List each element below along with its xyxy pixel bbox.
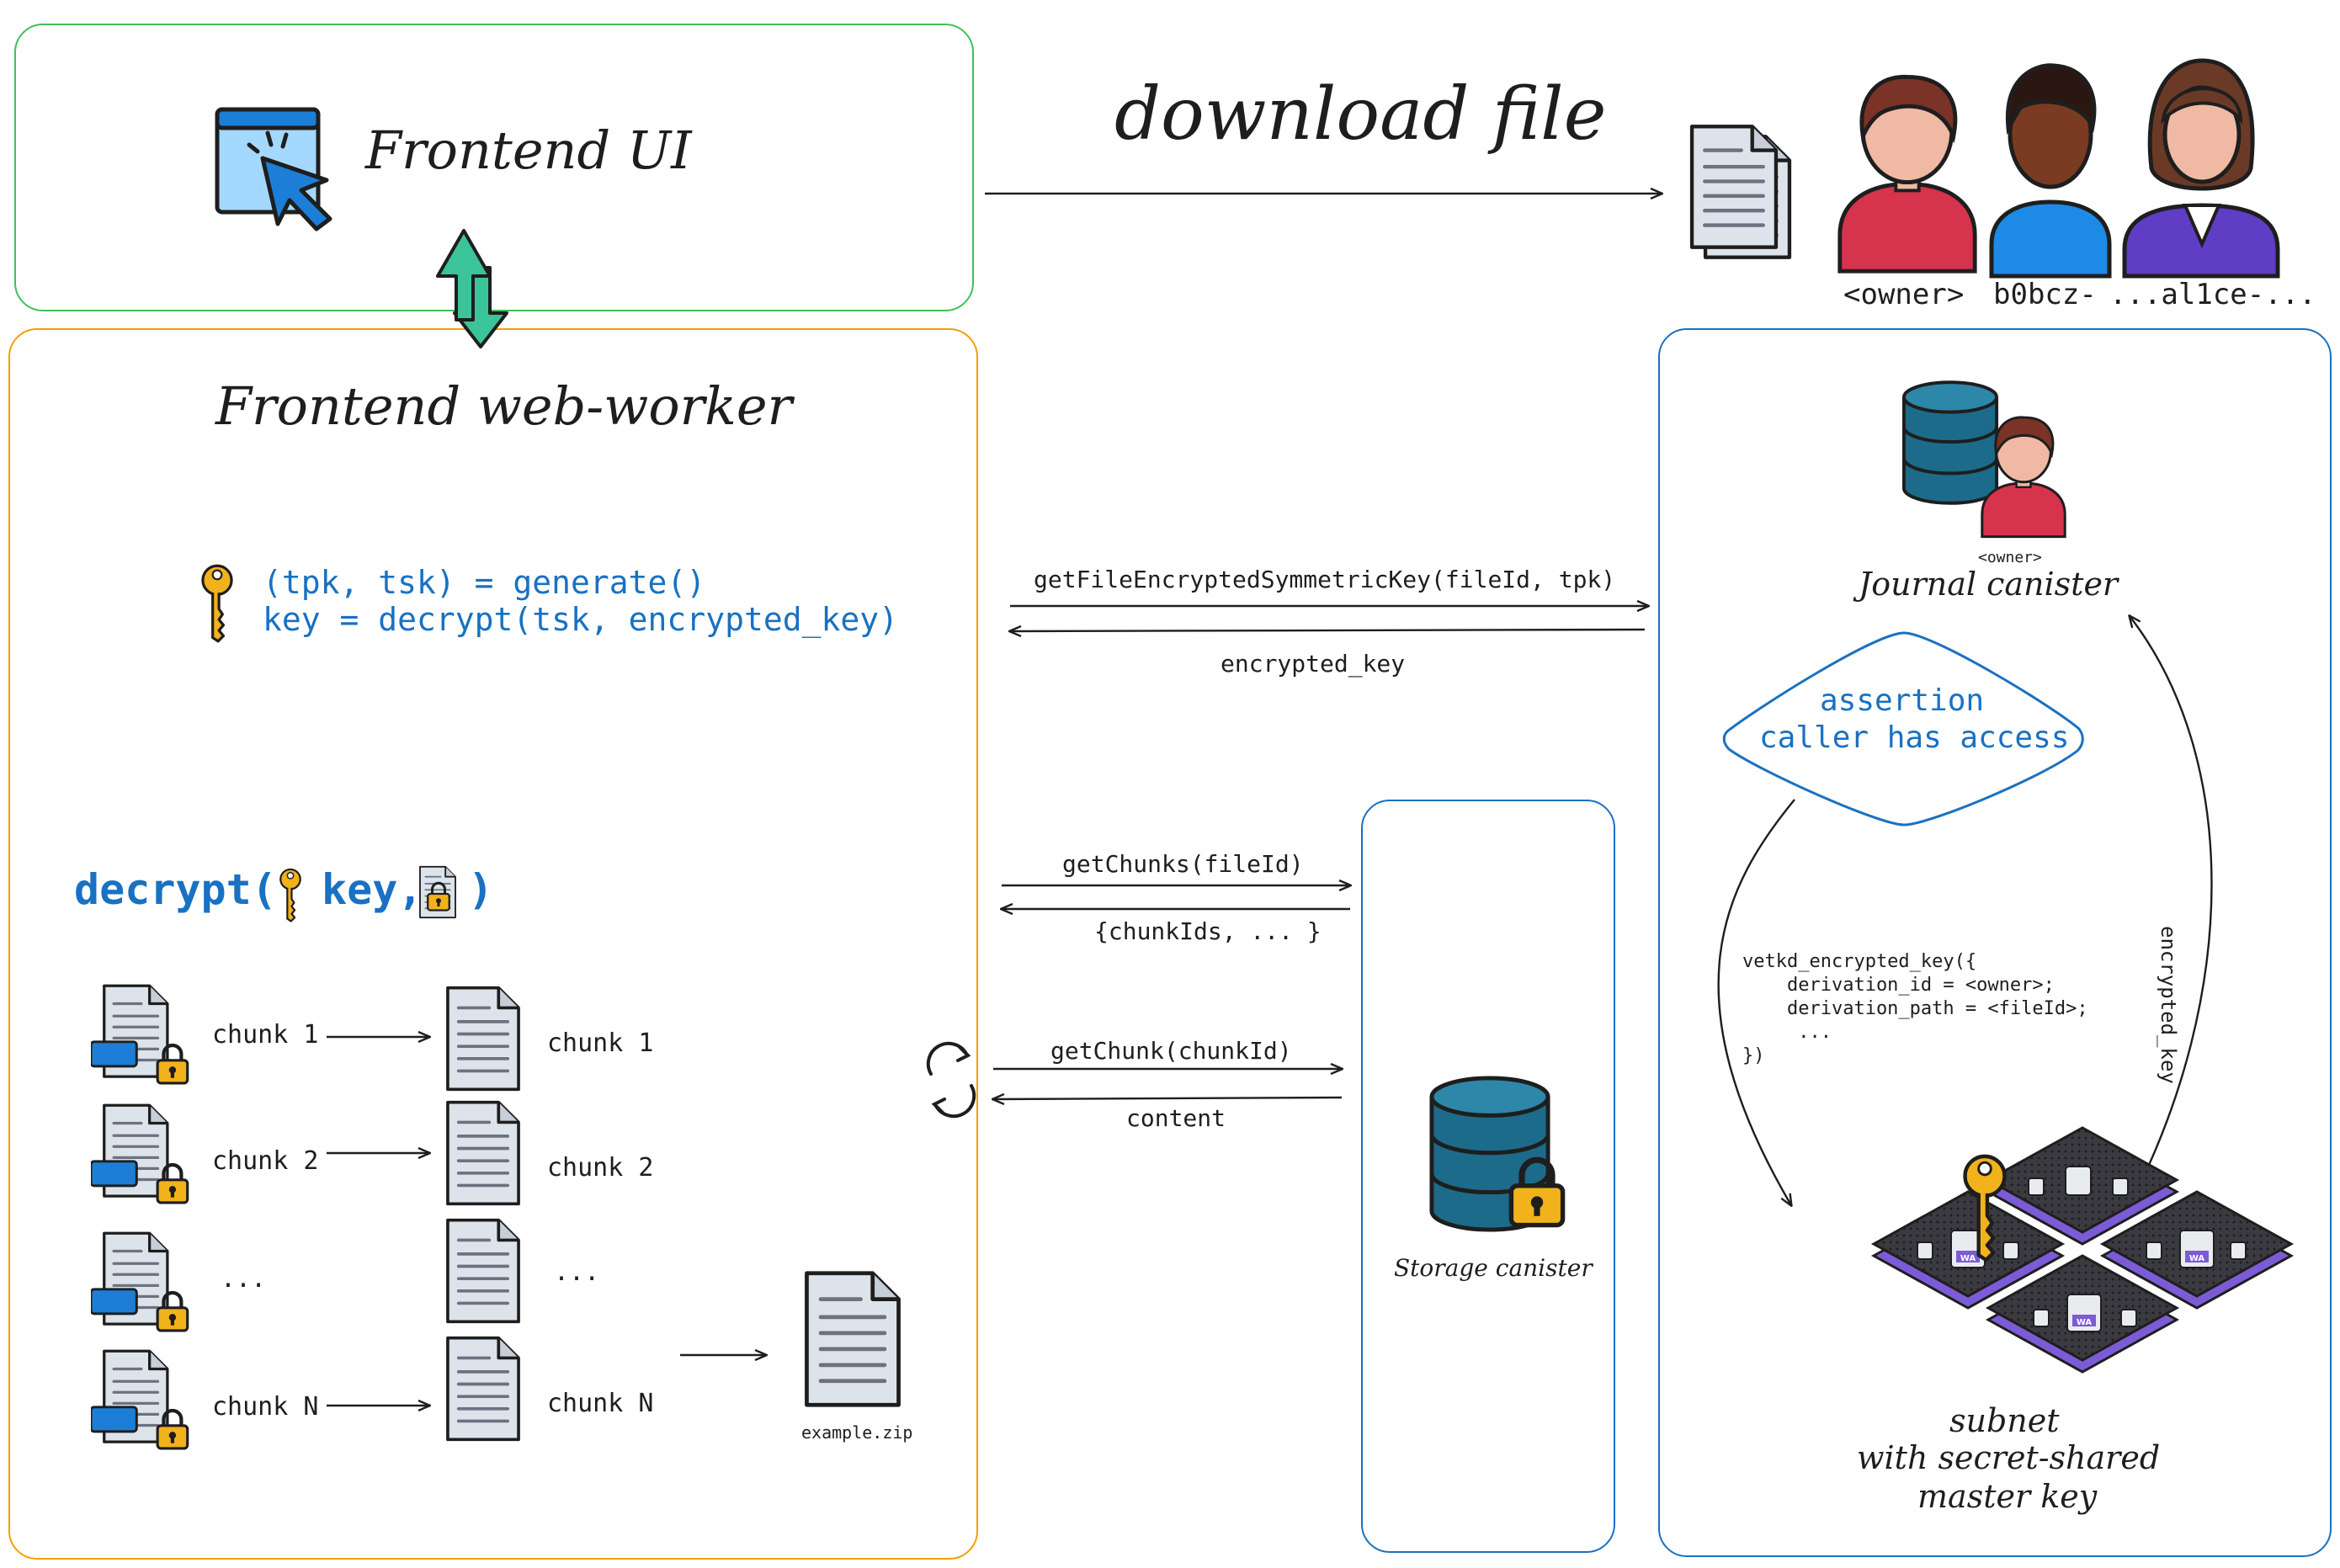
- assertion-diamond: [1722, 631, 2084, 827]
- web-worker-title: Frontend web-worker: [215, 375, 793, 437]
- get-key-request-label: getFileEncryptedSymmetricKey(fileId, tpk…: [1034, 566, 1616, 593]
- vetkd-call-text: vetkd_encrypted_key({: [1742, 951, 1977, 972]
- user-owner-avatar: [1840, 77, 1975, 271]
- user-bob-label: b0bcz-: [1993, 278, 2097, 311]
- journal-owner-tag: <owner>: [1978, 549, 2042, 566]
- node-badge-label: WA: [2189, 1254, 2205, 1263]
- zip-file-icon: [806, 1273, 898, 1406]
- decrypt-call-prefix: decrypt(: [74, 865, 277, 914]
- node-badge-label: WA: [2077, 1318, 2093, 1327]
- get-chunk-response-arrow: [993, 1098, 1343, 1099]
- user-alice-label: ...al1ce-...: [2109, 278, 2316, 311]
- decrypted-chunk-label: chunk 2: [547, 1153, 654, 1183]
- code-decrypt-line: key = decrypt(tsk, encrypted_key): [263, 601, 898, 638]
- encrypted-chunk-label: ...: [221, 1264, 267, 1294]
- get-key-response-label: encrypted_key: [1221, 650, 1406, 678]
- decrypt-key-icon: [279, 868, 301, 922]
- encrypted-chunk-icon: [91, 1351, 188, 1448]
- get-chunks-response-label: {chunkIds, ... }: [1094, 917, 1322, 945]
- storage-canister-title: Storage canister: [1394, 1254, 1593, 1282]
- vetkd-call-text: derivation_id = <owner>;: [1742, 975, 2055, 996]
- encrypted-chunk-label: chunk 1: [212, 1020, 319, 1050]
- browser-cursor-icon: [215, 107, 332, 231]
- frontend-ui-title: Frontend UI: [365, 120, 692, 181]
- user-bob-avatar: [1989, 63, 2112, 279]
- output-file-label: example.zip: [801, 1422, 913, 1443]
- encrypted-chunk-icon: [91, 986, 188, 1083]
- decrypted-chunk-label: ...: [554, 1257, 600, 1287]
- decrypt-call-suffix: ): [468, 865, 494, 914]
- encrypted-chunk-icon: [91, 1105, 188, 1203]
- user-alice-avatar: [2122, 58, 2280, 279]
- assertion-text: caller has access: [1759, 720, 2070, 755]
- code-generate-line: (tpk, tsk) = generate(): [263, 564, 706, 601]
- subnet-nodes-icon: [1870, 1126, 2295, 1374]
- decrypted-chunk-label: chunk 1: [547, 1029, 654, 1058]
- decrypted-chunk-icon: [446, 1218, 520, 1324]
- frontend-ui-box: [14, 24, 974, 311]
- encrypted-key-return-arrow: [2130, 616, 2213, 1206]
- decrypted-chunk-icon: [446, 986, 520, 1092]
- journal-canister-box: [1658, 328, 2332, 1557]
- journal-canister-title: Journal canister: [1859, 566, 2119, 603]
- journal-database-icon: [1901, 380, 2066, 539]
- vetkd-call-text: ...: [1742, 1022, 1832, 1043]
- decrypted-chunk-label: chunk N: [547, 1389, 654, 1418]
- downloaded-file-icon: [1692, 126, 1790, 257]
- encrypted-chunk-icon: [91, 1233, 188, 1331]
- get-chunks-request-label: getChunks(fileId): [1062, 850, 1304, 878]
- exchange-arrows-icon: [436, 229, 508, 348]
- subnet-label: master key: [1917, 1478, 2098, 1515]
- vetkd-call-text: }): [1742, 1045, 1765, 1066]
- get-chunk-request-label: getChunk(chunkId): [1050, 1037, 1292, 1065]
- assertion-text: assertion: [1820, 683, 1985, 718]
- decrypt-call-key: key,: [322, 865, 423, 914]
- node-badge: WA WA WA: [1960, 1254, 2205, 1327]
- get-key-response-arrow: [1010, 630, 1646, 631]
- encrypted-key-return-label: encrypted_key: [2157, 926, 2180, 1084]
- subnet-label: with secret-shared: [1857, 1439, 2161, 1476]
- encrypted-file-icon: [419, 865, 456, 919]
- storage-database-icon: [1432, 1078, 1563, 1230]
- storage-canister-box: [1361, 800, 1615, 1553]
- encrypted-chunk-label: chunk N: [212, 1392, 319, 1422]
- decrypted-chunk-icon: [446, 1336, 520, 1442]
- user-owner-label: <owner>: [1843, 278, 1965, 311]
- node-badge-label: WA: [1960, 1254, 1976, 1263]
- loop-icon: [926, 1041, 976, 1119]
- download-file-label: download file: [1114, 72, 1607, 157]
- vetkd-request-arrow: [1717, 799, 1795, 1205]
- get-chunk-response-label: content: [1126, 1104, 1226, 1132]
- decrypted-chunk-icon: [446, 1100, 520, 1206]
- vetkd-call-text: derivation_path = <fileId>;: [1742, 998, 2088, 1019]
- encrypted-chunk-label: chunk 2: [212, 1146, 319, 1176]
- subnet-label: subnet: [1949, 1402, 2060, 1439]
- key-icon: [201, 564, 233, 643]
